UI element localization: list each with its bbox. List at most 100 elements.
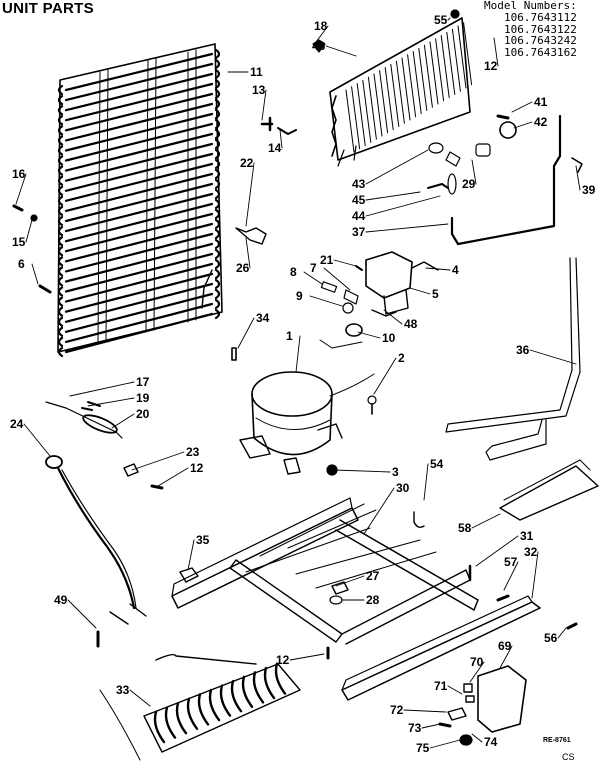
callout-49-screw: 49	[54, 593, 68, 607]
callout-4-cover: 4	[452, 263, 459, 277]
leader-line-70	[469, 661, 485, 683]
leader-line-55	[447, 17, 451, 21]
callout-54-screw: 54	[430, 457, 444, 471]
leader-line-18	[315, 25, 329, 43]
callout-70-clip: 70	[470, 655, 484, 669]
callout-5-relay: 5	[432, 287, 439, 301]
leader-line-2	[373, 357, 397, 395]
callout-35-grommet: 35	[196, 533, 210, 547]
callout-73-screw: 73	[408, 721, 422, 735]
leader-line-69	[499, 645, 513, 669]
callout-36-line: 36	[516, 343, 530, 357]
leader-line-13	[261, 89, 267, 121]
callout-43-thermistor: 43	[352, 177, 366, 191]
model-numbers-block: Model Numbers: 106.7643112 106.7643122 1…	[484, 0, 608, 59]
callout-69-cover: 69	[498, 639, 512, 653]
leader-line-34	[237, 317, 255, 349]
evaporator-coil	[329, 9, 473, 167]
leader-line-19	[87, 397, 135, 407]
callout-71-terminal: 71	[434, 679, 448, 693]
callout-46-evaporator: 46	[312, 39, 326, 53]
callout-26-clamp: 26	[236, 261, 250, 275]
leader-line-42	[513, 121, 533, 129]
base-frame	[171, 497, 479, 645]
leader-line-22	[245, 162, 255, 227]
terminal-cover-group	[438, 665, 527, 746]
model-number: 106.7643122	[504, 22, 577, 36]
leader-line-29	[471, 159, 477, 185]
page-mark: CS	[562, 752, 575, 762]
callout-9-grommet: 9	[296, 289, 303, 303]
callout-45-clip: 45	[352, 193, 366, 207]
leader-line-41	[511, 101, 533, 113]
callout-29-fitting: 29	[462, 177, 476, 191]
leader-line-27	[335, 575, 365, 587]
tubing-line	[445, 257, 581, 461]
leader-line-12	[493, 37, 499, 67]
leader-line-49	[67, 599, 97, 629]
leader-line-54	[423, 463, 429, 501]
callout-31-screw: 31	[520, 529, 534, 543]
callout-7-terminal: 7	[310, 261, 317, 275]
callout-74-clip: 74	[484, 735, 498, 749]
leader-line-4	[425, 267, 451, 271]
defrost-coil	[99, 653, 301, 761]
leader-line-23	[131, 451, 185, 471]
mounting-rail	[96, 511, 578, 701]
leader-line-26	[245, 237, 251, 269]
leader-line-31	[475, 535, 519, 567]
relay-overload-group	[319, 251, 439, 349]
callout-8-clip: 8	[290, 265, 297, 279]
leader-line-56	[557, 627, 567, 639]
drier-and-cord	[45, 401, 164, 625]
leader-line-10	[357, 331, 381, 339]
model-numbers-label: Model Numbers:	[484, 0, 577, 12]
callout-12-screw: 12	[484, 59, 498, 73]
condenser-coil	[57, 43, 223, 358]
leader-line-44	[365, 195, 441, 217]
callout-1-compressor: 1	[286, 329, 293, 343]
leader-line-75	[429, 739, 461, 749]
callout-27-clip: 27	[366, 569, 380, 583]
leader-line-71	[447, 685, 463, 695]
callout-44-screw: 44	[352, 209, 366, 223]
leader-line-8	[303, 271, 323, 285]
callout-39-clip: 39	[582, 183, 596, 197]
leader-line-9	[309, 295, 343, 307]
leader-line-15	[25, 219, 33, 243]
compressor	[231, 347, 377, 476]
callout-75-grommet: 75	[416, 741, 430, 755]
leader-line-12b	[157, 467, 189, 487]
callout-23-clamp: 23	[186, 445, 200, 459]
callout-3-grommet: 3	[392, 465, 399, 479]
leader-line-12c	[289, 653, 325, 661]
callout-14-clip: 14	[268, 141, 282, 155]
callout-37-tube: 37	[352, 225, 366, 239]
leader-line-48	[383, 309, 403, 325]
callout-15-washer: 15	[12, 235, 26, 249]
leader-line-36	[529, 349, 577, 365]
callout-24-cord: 24	[10, 417, 24, 431]
callout-56-screw: 56	[544, 631, 558, 645]
leader-line-45	[365, 191, 421, 201]
leader-line-72	[403, 709, 447, 713]
drain-pan	[499, 459, 599, 521]
callout-28-grommet: 28	[366, 593, 380, 607]
callout-13-screw: 13	[252, 83, 266, 97]
leader-line-17	[69, 381, 135, 397]
leader-line-21	[333, 259, 357, 267]
leader-line-35	[187, 539, 195, 571]
leader-line-7	[323, 267, 351, 291]
callout-6-screw: 6	[18, 257, 25, 271]
callout-21-overload: 21	[320, 253, 334, 267]
callout-17-drier: 17	[136, 375, 150, 389]
leader-line-6	[31, 263, 39, 285]
callout-55-grommet: 55	[434, 13, 448, 27]
leader-line-43	[365, 149, 429, 185]
leader-line-57	[503, 561, 519, 591]
callout-72-screw: 72	[390, 703, 404, 717]
leader-line-74	[471, 733, 483, 743]
callout-11-condenser: 11	[250, 65, 263, 79]
